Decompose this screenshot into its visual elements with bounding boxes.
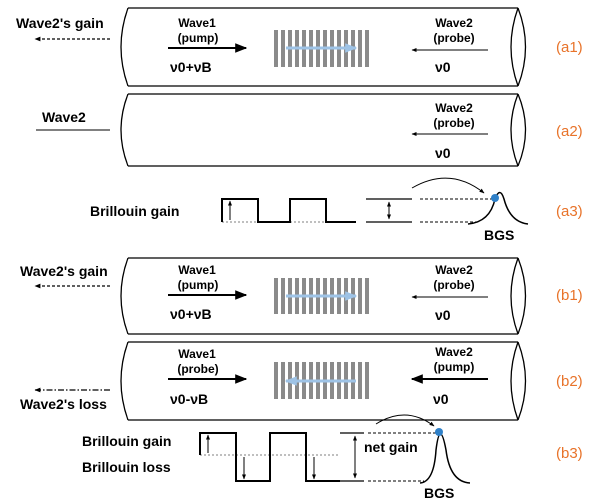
panel-label: (a1): [556, 39, 583, 56]
brillouin-gain-label: Brillouin gain: [90, 203, 179, 219]
wave1-name: Wave1: [178, 16, 216, 30]
wave2-frequency: ν0: [435, 145, 451, 161]
row-b1: Wave2's gain Wave1 (pump) ν0+νB Wave2 (p…: [20, 257, 583, 335]
bgs-curve: [419, 433, 471, 484]
row-a3: Brillouin gain BGS (a3): [90, 177, 583, 243]
wave2-role: (pump): [434, 360, 475, 374]
wave1-frequency: ν0+νB: [170, 59, 212, 75]
brillouin-gain-label: Brillouin gain: [82, 433, 171, 449]
fiber-tube: [120, 7, 527, 87]
left-label: Wave2's gain: [20, 263, 108, 279]
gain-pulse-train: [221, 198, 356, 223]
row-a2: Wave2 Wave2 (probe) ν0 (a2): [36, 93, 583, 167]
transfer-arrow: [411, 177, 485, 194]
bgs-label: BGS: [424, 485, 454, 501]
wave2-name: Wave2: [435, 101, 473, 115]
panel-label: (a3): [556, 203, 583, 220]
gain-loss-pulse-train: [199, 432, 340, 482]
fiber-tube: [120, 93, 527, 167]
left-label: Wave2's loss: [20, 396, 107, 412]
brillouin-loss-label: Brillouin loss: [82, 459, 171, 475]
panel-label: (b3): [556, 445, 583, 462]
wave2-role: (probe): [433, 278, 474, 292]
left-label: Wave2's gain: [16, 15, 104, 31]
bgs-curve: [467, 191, 529, 225]
wave2-role: (probe): [433, 116, 474, 130]
net-gain-label: net gain: [364, 439, 418, 455]
row-b2: Wave2's loss Wave1 (probe) ν0-νB Wave2 (…: [20, 341, 583, 421]
fiber-tube: [120, 257, 527, 335]
panel-label: (b2): [556, 373, 583, 390]
left-label: Wave2: [42, 109, 86, 125]
bgs-peak-dot: [435, 428, 443, 436]
bgs-peak-dot: [491, 194, 499, 202]
panel-label: (a2): [556, 123, 583, 140]
wave2-role: (probe): [433, 31, 474, 45]
transfer-arrow: [375, 414, 435, 427]
wave2-frequency: ν0: [433, 391, 449, 407]
wave2-frequency: ν0: [435, 307, 451, 323]
wave2-name: Wave2: [435, 16, 473, 30]
wave1-name: Wave1: [178, 263, 216, 277]
fiber-tube: [120, 341, 527, 421]
wave1-role: (pump): [178, 278, 219, 292]
wave1-name: Wave1: [178, 347, 216, 361]
wave1-frequency: ν0-νB: [170, 391, 208, 407]
wave2-frequency: ν0: [435, 59, 451, 75]
row-a1: Wave2's gain Wave1 (pump) ν0+νB Wave2 (p…: [16, 7, 583, 87]
bgs-label: BGS: [484, 227, 514, 243]
wave2-name: Wave2: [435, 345, 473, 359]
wave1-role: (probe): [177, 362, 218, 376]
wave2-name: Wave2: [435, 263, 473, 277]
wave1-role: (pump): [178, 31, 219, 45]
wave1-frequency: ν0+νB: [170, 306, 212, 322]
panel-label: (b1): [556, 287, 583, 304]
row-b3: Brillouin gain Brillouin loss net gain B…: [82, 414, 583, 501]
